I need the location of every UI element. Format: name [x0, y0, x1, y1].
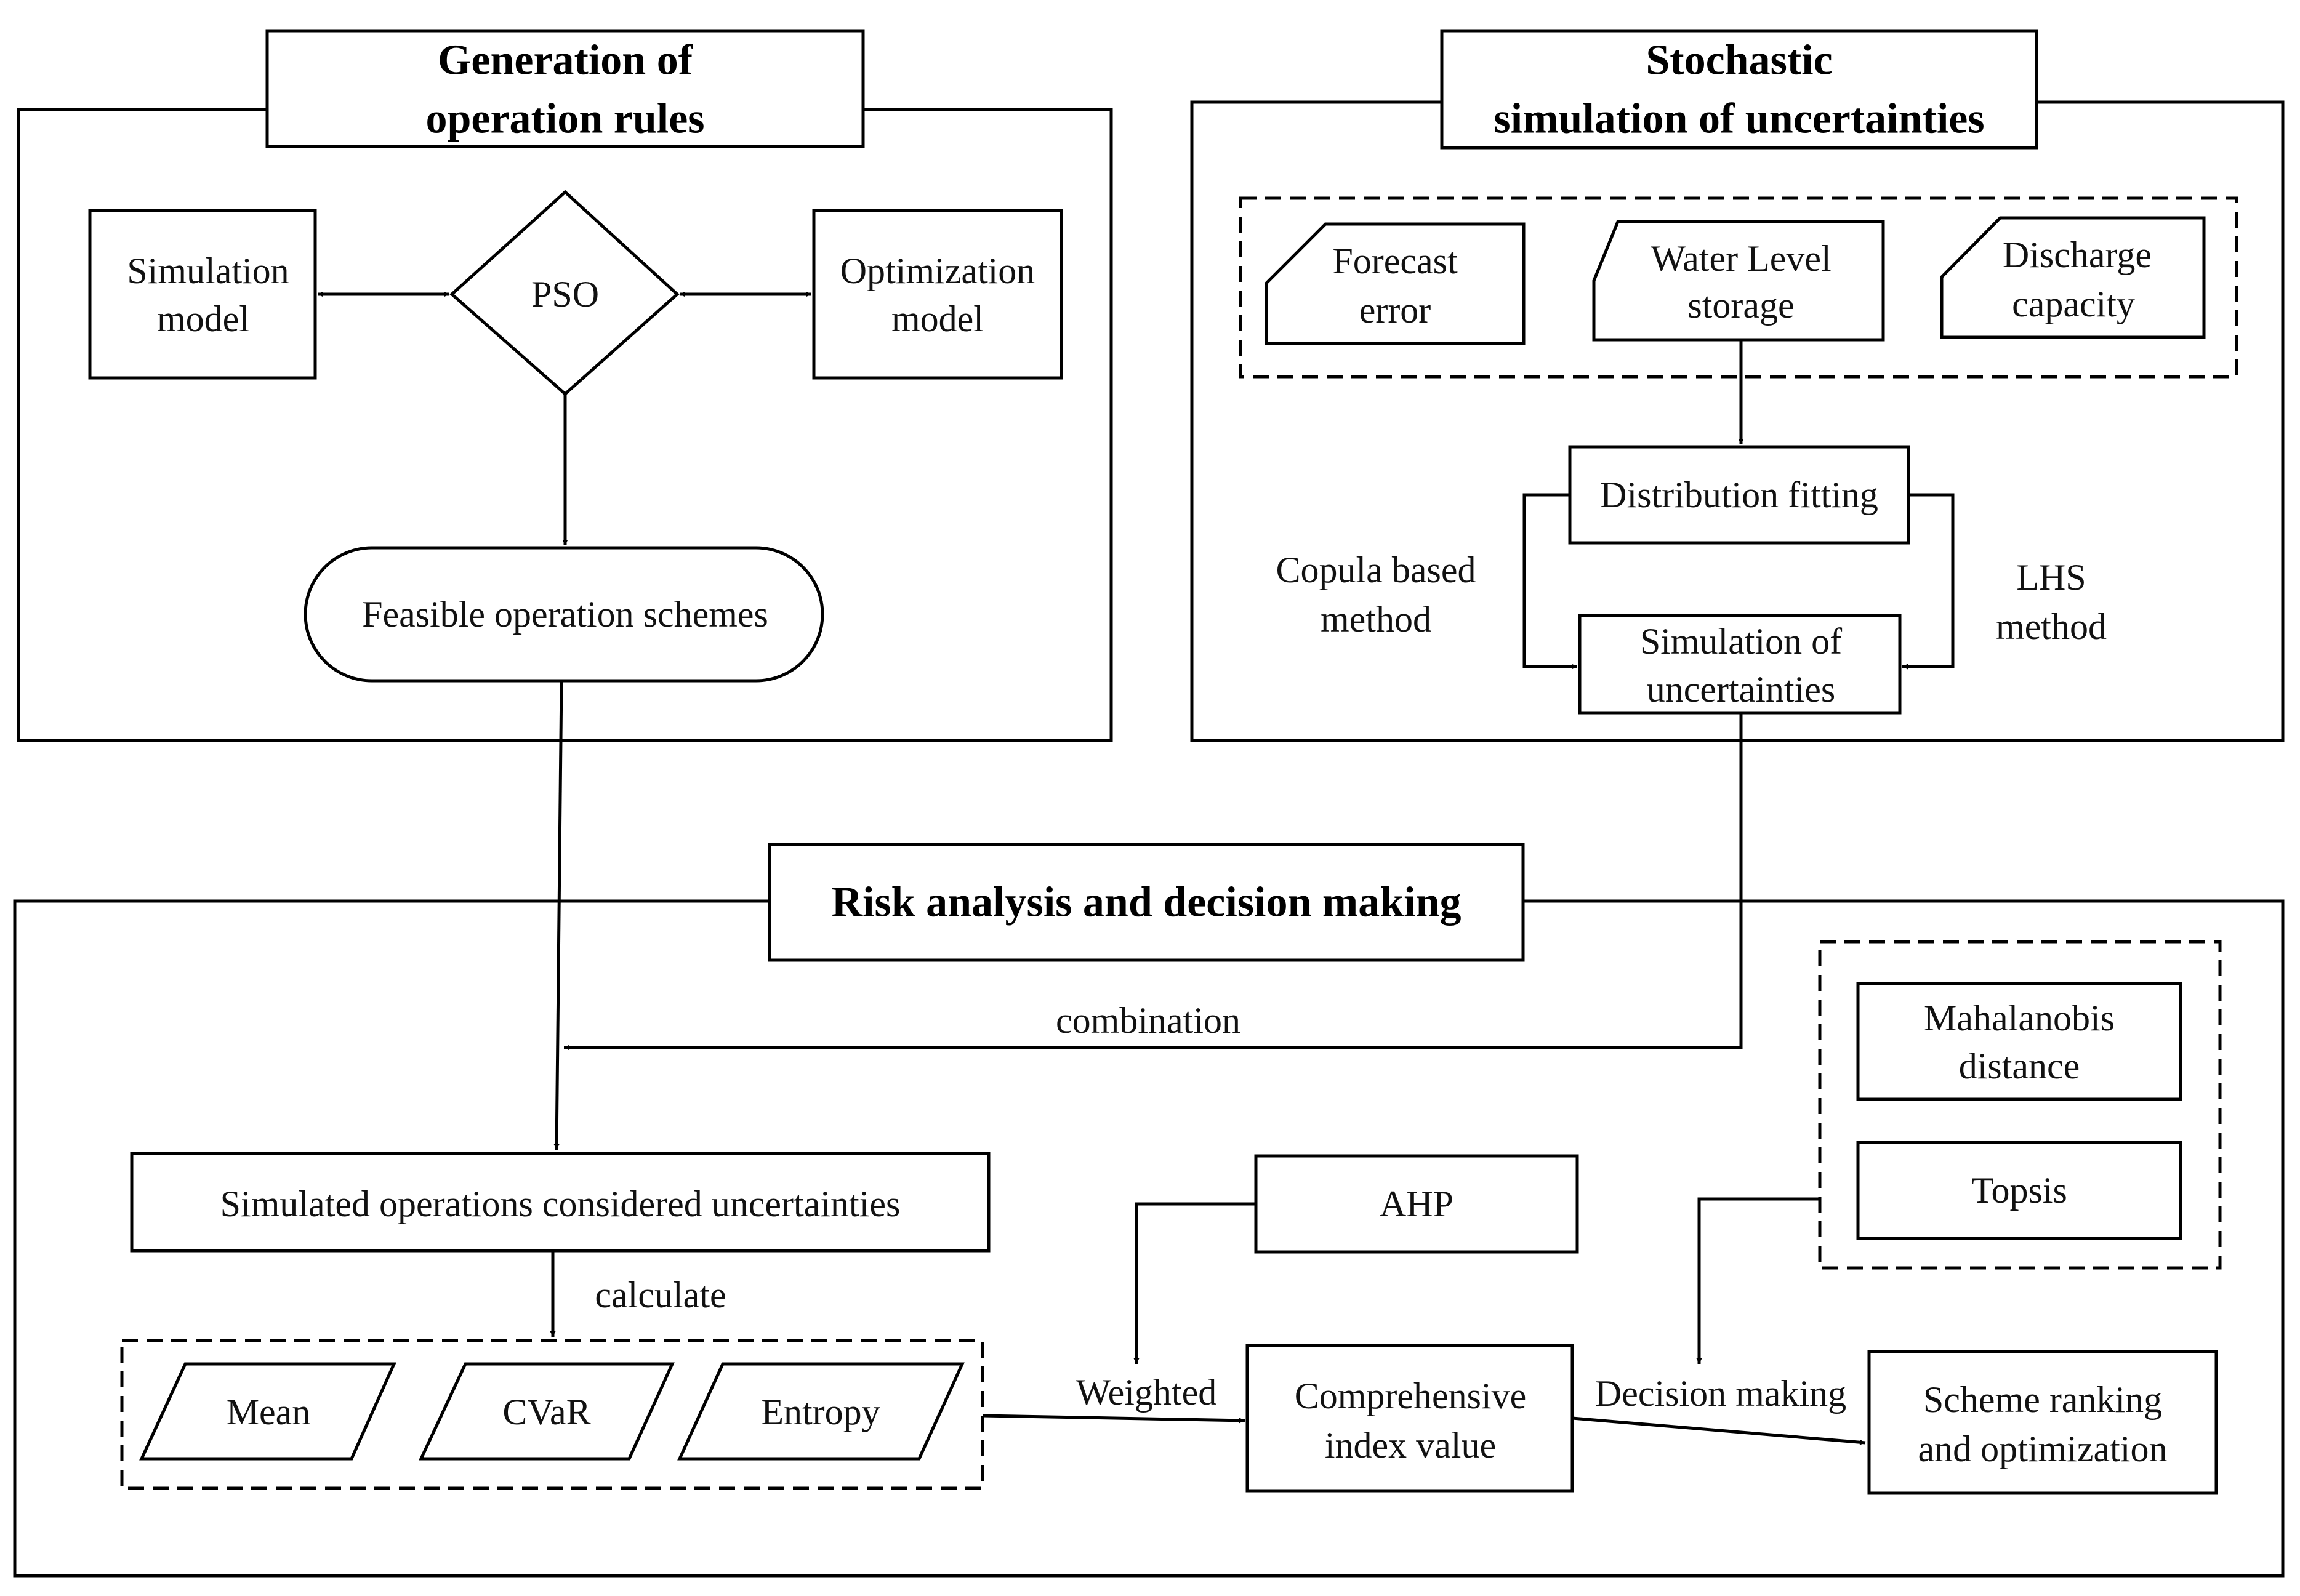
scheme-ranking-line2: and optimization [1918, 1429, 2168, 1469]
simulation-uncertainties-line2: uncertainties [1647, 669, 1836, 710]
stochastic-title-line1: Stochastic [1646, 37, 1832, 84]
mean-label: Mean [227, 1392, 311, 1432]
entropy-parallelogram [677, 1362, 965, 1461]
arrow-copula-path [1522, 493, 1577, 670]
mahalanobis-box [1856, 982, 2182, 1101]
ahp-box [1254, 1154, 1579, 1254]
weighted-label: Weighted [1076, 1372, 1216, 1413]
section-generation: Generation of operation rules Simulation… [17, 29, 1113, 742]
risk-title-box [768, 843, 1525, 962]
comprehensive-index-box [1245, 1344, 1574, 1493]
scheme-ranking-line1: Scheme ranking [1923, 1379, 2162, 1420]
mahalanobis-line2: distance [1959, 1046, 2080, 1086]
arrow-feasible-simulated [553, 680, 563, 1150]
discharge-capacity-card [1940, 216, 2206, 339]
simulated-operations-box [130, 1152, 991, 1253]
risk-title: Risk analysis and decision making [831, 879, 1461, 926]
decision-making-label: Decision making [1595, 1373, 1846, 1414]
copula-label-line2: method [1321, 599, 1431, 640]
lhs-label-line1: LHS [2016, 557, 2086, 598]
mean-parallelogram [139, 1362, 396, 1461]
arrow-uncertainties-combination [564, 713, 1743, 1051]
simulation-model-line2: model [157, 299, 249, 339]
comprehensive-line2: index value [1325, 1425, 1496, 1466]
arrow-methods-decision [1696, 1197, 1820, 1364]
methods-group [1818, 940, 2222, 1270]
discharge-capacity-line2: capacity [2012, 284, 2135, 324]
lhs-label-line2: method [1996, 606, 2107, 647]
forecast-error-line2: error [1359, 290, 1431, 331]
indicators-group [120, 1339, 984, 1490]
pso-label: PSO [531, 274, 599, 315]
feasible-schemes-terminal [304, 546, 824, 683]
forecast-error-card [1265, 222, 1526, 345]
water-level-line1: Water Level [1651, 238, 1831, 279]
arrow-weighted [982, 1414, 1245, 1424]
calculate-label: calculate [595, 1275, 726, 1315]
comprehensive-line1: Comprehensive [1295, 1376, 1527, 1416]
mahalanobis-line1: Mahalanobis [1924, 998, 2115, 1038]
uncertainty-sources-group [1239, 196, 2238, 379]
forecast-error-line1: Forecast [1332, 241, 1458, 281]
stochastic-title-box [1440, 29, 2038, 150]
simulated-operations-label: Simulated operations considered uncertai… [220, 1184, 901, 1224]
generation-title-line1: Generation of [438, 37, 693, 84]
stochastic-title-line2: simulation of uncertainties [1494, 95, 1984, 143]
entropy-label: Entropy [761, 1392, 880, 1432]
scheme-ranking-box [1867, 1350, 2218, 1495]
generation-title-box [265, 29, 865, 148]
simulation-uncertainties-line1: Simulation of [1640, 621, 1842, 662]
section-stochastic: Stochastic simulation of uncertainties F… [1190, 29, 2285, 742]
distribution-fitting-label: Distribution fitting [1600, 475, 1878, 515]
cvar-parallelogram [419, 1362, 675, 1461]
cvar-label: CVaR [502, 1392, 590, 1432]
copula-label-line1: Copula based [1276, 550, 1476, 590]
optimization-model-line1: Optimization [840, 251, 1035, 291]
combination-label: combination [1056, 1000, 1240, 1041]
topsis-label: Topsis [1971, 1170, 2067, 1211]
feasible-schemes-label: Feasible operation schemes [362, 594, 768, 635]
arrow-decision-making [1572, 1416, 1866, 1445]
topsis-box [1856, 1141, 2182, 1240]
simulation-uncertainties-box [1578, 614, 1902, 715]
generation-title-line2: operation rules [425, 95, 704, 143]
arrow-lhs-path [1902, 493, 1955, 670]
water-level-card [1592, 220, 1885, 342]
water-level-line2: storage [1687, 285, 1794, 326]
section-risk: combination Risk analysis and decision m… [13, 680, 2285, 1578]
arrow-ahp-comprehensive [1133, 1202, 1256, 1364]
ahp-label: AHP [1380, 1184, 1454, 1224]
simulation-model-box [88, 209, 317, 380]
simulation-model-line1: Simulation [127, 251, 289, 291]
optimization-model-line2: model [891, 299, 984, 339]
optimization-model-box [812, 209, 1063, 380]
discharge-capacity-line1: Discharge [2003, 235, 2152, 275]
